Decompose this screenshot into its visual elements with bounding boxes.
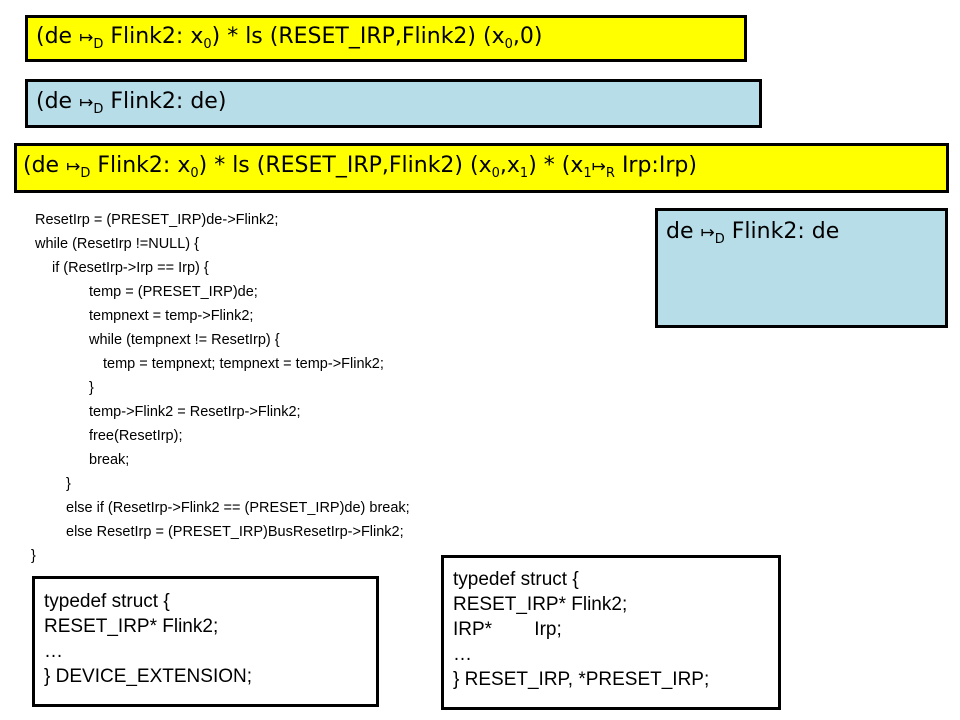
struct-line: … xyxy=(453,644,472,665)
formula-rest: ) * ls (RESET_IRP,Flink2) (x xyxy=(198,153,492,178)
code-line: free(ResetIrp); xyxy=(89,428,183,444)
de-var: de xyxy=(31,153,60,178)
code-line: } xyxy=(89,380,94,396)
formula-tail: Flink2: de) xyxy=(110,89,227,114)
struct-line: IRP* Irp; xyxy=(453,619,562,640)
x1-subscript: 1 xyxy=(519,166,529,181)
code-line: temp = (PRESET_IRP)de; xyxy=(89,284,258,300)
code-line: if (ResetIrp->Irp == Irp) { xyxy=(52,260,209,276)
open-paren: ( xyxy=(36,89,45,114)
code-line: else ResetIrp = (PRESET_IRP)BusResetIrp-… xyxy=(66,524,404,540)
side-formula-box: de ↦D Flink2: de xyxy=(655,208,948,328)
formula-mid: ) * (x xyxy=(528,153,584,178)
de-var: de xyxy=(44,24,73,49)
open-paren: ( xyxy=(23,153,32,178)
formula-box-long: (de ↦D Flink2: x0) * ls (RESET_IRP,Flink… xyxy=(14,143,949,193)
code-line: temp->Flink2 = ResetIrp->Flink2; xyxy=(89,404,301,420)
x1-subscript-2: 1 xyxy=(583,166,592,181)
open-paren: ( xyxy=(36,24,45,49)
device-extension-struct-box: typedef struct { RESET_IRP* Flink2; … } … xyxy=(32,576,379,707)
formula-rest: ) * ls (RESET_IRP,Flink2) (x xyxy=(211,24,505,49)
struct-line: } RESET_IRP, *PRESET_IRP; xyxy=(453,669,710,690)
maps-to-symbol: ↦ xyxy=(66,157,81,177)
formula-field: Flink2: x xyxy=(97,153,191,178)
maps-to-symbol: ↦ xyxy=(700,223,715,243)
struct-line: RESET_IRP* Flink2; xyxy=(453,594,628,615)
x0-subscript: 0 xyxy=(190,166,199,181)
code-line: tempnext = temp->Flink2; xyxy=(89,308,254,324)
side-formula-tail: Flink2: de xyxy=(731,219,840,244)
code-line: } xyxy=(66,476,71,492)
formula-box-middle: (de ↦D Flink2: de) xyxy=(25,79,762,128)
maps-to-symbol: ↦ xyxy=(79,28,94,48)
de-var: de xyxy=(666,219,694,244)
code-line: while (tempnext != ResetIrp) { xyxy=(89,332,280,348)
code-line: break; xyxy=(89,452,130,468)
formula-box-top: (de ↦D Flink2: x0) * ls (RESET_IRP,Flink… xyxy=(25,15,747,62)
d-subscript: D xyxy=(93,102,104,117)
r-subscript: R xyxy=(605,166,615,181)
code-line: temp = tempnext; tempnext = temp->Flink2… xyxy=(103,356,384,372)
x0-subscript-2: 0 xyxy=(491,166,500,181)
struct-line: typedef struct { xyxy=(453,569,579,590)
de-var: de xyxy=(44,89,73,114)
d-subscript: D xyxy=(80,166,91,181)
maps-to-symbol: ↦ xyxy=(79,93,94,113)
maps-to-symbol-2: ↦ xyxy=(591,157,606,177)
struct-line: … xyxy=(44,641,63,662)
d-subscript: D xyxy=(93,37,104,52)
formula-tail: Irp:Irp) xyxy=(621,153,697,178)
d-subscript: D xyxy=(714,232,725,247)
code-line: while (ResetIrp !=NULL) { xyxy=(35,236,199,252)
struct-line: RESET_IRP* Flink2; xyxy=(44,616,219,637)
code-line: } xyxy=(31,548,36,564)
formula-comma-x: ,x xyxy=(499,153,520,178)
reset-irp-struct-box: typedef struct { RESET_IRP* Flink2; IRP*… xyxy=(441,555,781,710)
x0-subscript: 0 xyxy=(203,37,212,52)
x0-subscript-2: 0 xyxy=(504,37,513,52)
code-line: ResetIrp = (PRESET_IRP)de->Flink2; xyxy=(35,212,279,228)
code-line: else if (ResetIrp->Flink2 == (PRESET_IRP… xyxy=(66,500,410,516)
struct-line: typedef struct { xyxy=(44,591,170,612)
formula-tail: ,0) xyxy=(512,24,543,49)
struct-line: } DEVICE_EXTENSION; xyxy=(44,666,253,687)
formula-field: Flink2: x xyxy=(110,24,204,49)
